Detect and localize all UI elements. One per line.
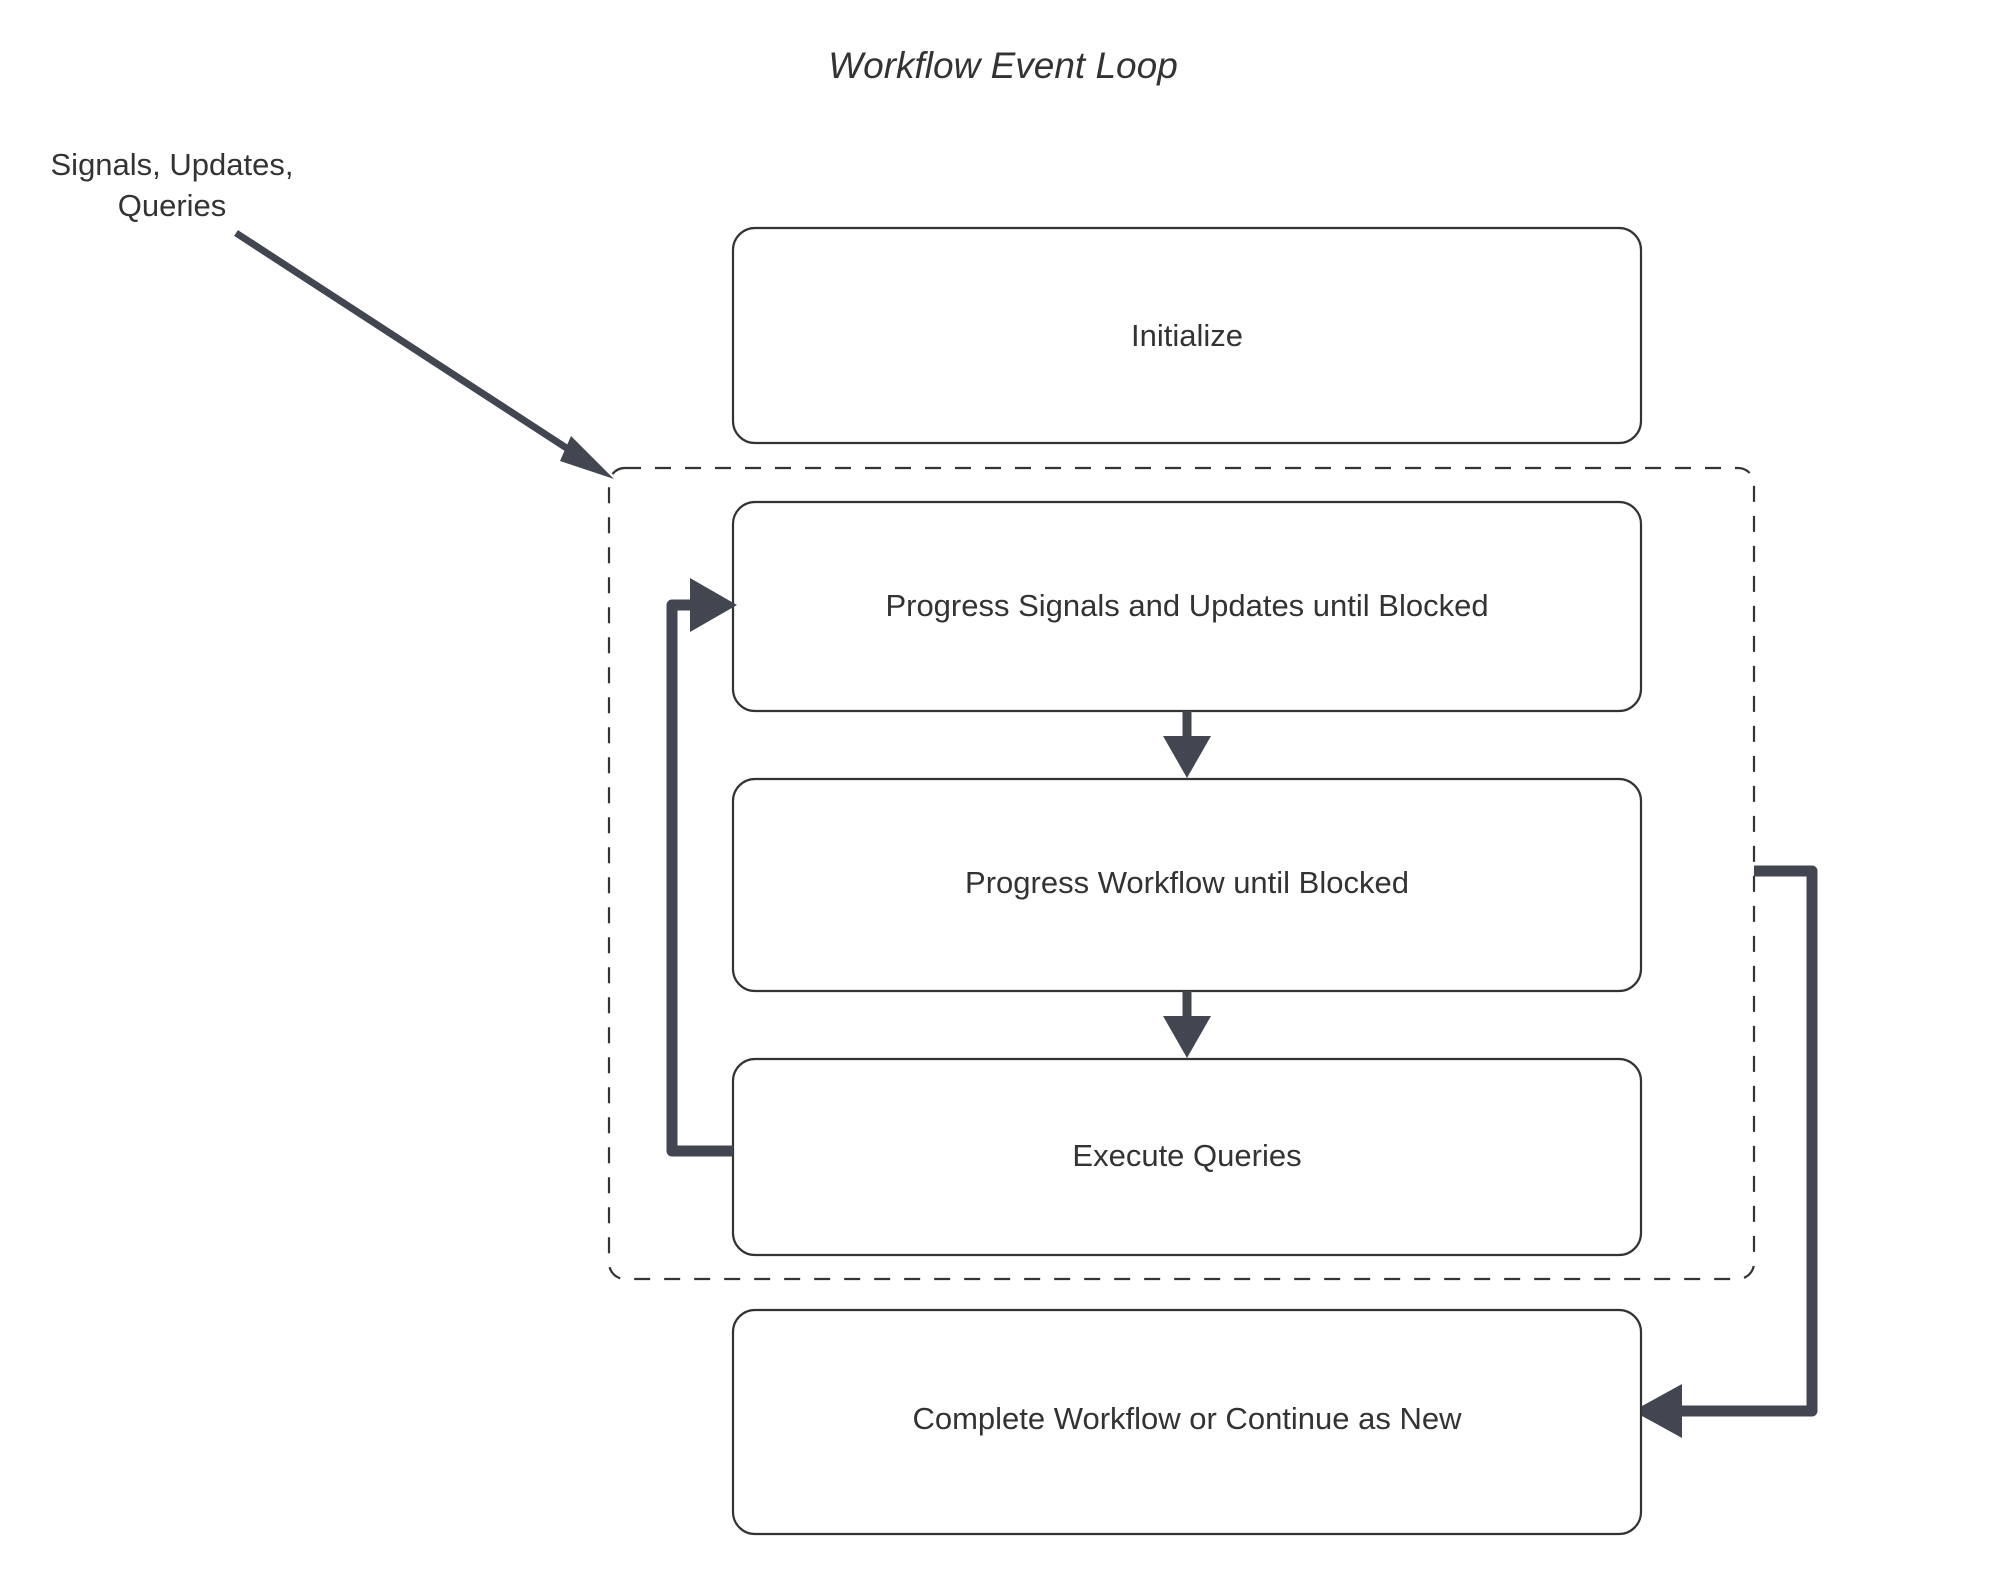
node-complete-workflow[interactable]: Complete Workflow or Continue as New (731, 1308, 1643, 1536)
arrow-loop-back-to-signals (666, 578, 737, 1157)
node-complete-workflow-label: Complete Workflow or Continue as New (912, 1401, 1462, 1436)
node-execute-queries-shape (731, 1057, 1643, 1257)
event-loop-group-frame (607, 466, 1756, 1281)
external-input-arrow (234, 230, 614, 479)
node-initialize-label: Initialize (1131, 318, 1243, 353)
node-progress-signals-label: Progress Signals and Updates until Block… (885, 588, 1488, 623)
node-progress-signals[interactable]: Progress Signals and Updates until Block… (731, 500, 1643, 713)
node-progress-workflow-label: Progress Workflow until Blocked (965, 865, 1409, 900)
node-initialize[interactable]: Initialize (731, 226, 1643, 445)
diagram-title: Workflow Event Loop (828, 45, 1178, 86)
node-complete-workflow-shape (731, 1308, 1643, 1536)
external-input-label-line1: Signals, Updates, (51, 147, 294, 182)
node-execute-queries[interactable]: Execute Queries (731, 1057, 1643, 1257)
arrow-loop-exit-to-complete (1633, 865, 1818, 1438)
node-execute-queries-label: Execute Queries (1072, 1138, 1301, 1173)
arrow-signals-to-workflow (1163, 711, 1211, 778)
external-input-label-line2: Queries (118, 188, 227, 223)
node-progress-workflow[interactable]: Progress Workflow until Blocked (731, 777, 1643, 993)
node-initialize-shape (731, 226, 1643, 445)
arrow-workflow-to-queries (1163, 991, 1211, 1058)
